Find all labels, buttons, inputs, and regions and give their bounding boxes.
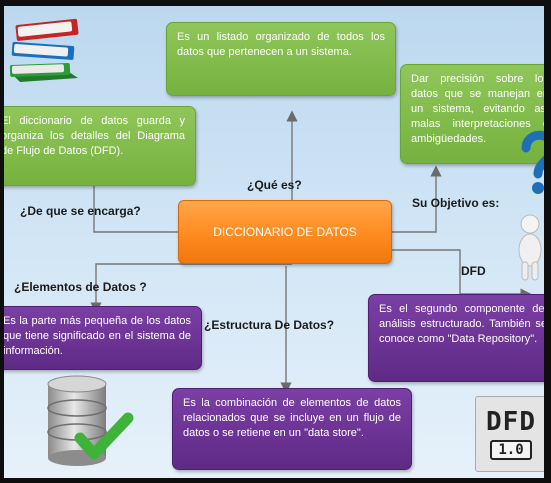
connector-elementos [90,263,292,314]
connector-objetivo [392,165,442,233]
dfd-logo-version: 1.0 [490,440,532,460]
label-elementos: ¿Elementos de Datos ? [14,280,147,294]
dfd-logo-title: DFD [486,407,536,437]
que-es-box: Es un listado organizado de todos los da… [166,22,396,96]
database-check-icon [47,375,134,466]
mind-map-canvas: Es un listado organizado de todos los da… [4,6,544,478]
label-dfd: DFD [461,264,486,278]
thinking-person-icon [518,214,542,281]
dfd-logo: DFD 1.0 [475,396,544,472]
books-icon [9,18,79,82]
label-que-es: ¿Qué es? [247,178,302,192]
connector-encarga [88,172,178,233]
encarga-box: El diccionario de datos guarda y organiz… [4,106,196,186]
question-mark-icon [521,130,544,194]
elementos-box: Es la parte más pequeña de los datos que… [4,306,202,370]
estructura-box: Es la combinación de elementos de datos … [172,388,412,470]
connector-lines [88,110,532,394]
label-encarga: ¿De que se encarga? [20,204,141,218]
center-node: DICCIONARIO DE DATOS [178,200,392,264]
label-objetivo: Su Objetivo es: [412,196,500,210]
label-estructura: ¿Estructura De Datos? [204,318,335,332]
connector-dfd [392,249,532,300]
dfd-box: Es el segundo componente del análisis es… [368,294,544,382]
objetivo-box: Dar precisión sobre los datos que se man… [400,64,544,164]
